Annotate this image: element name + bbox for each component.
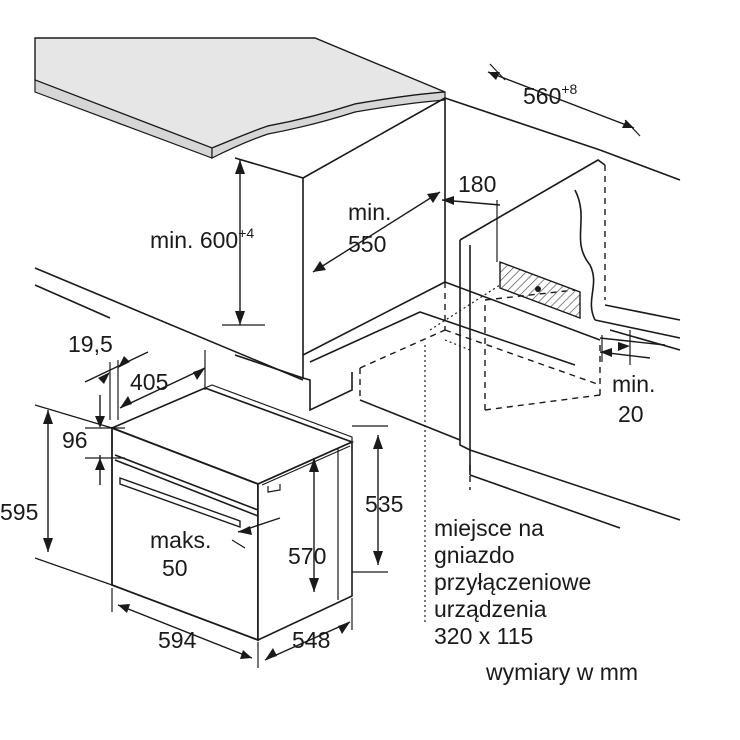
socket-note-line-2: gniazdo	[434, 542, 515, 568]
dimension-labels: 560+8 min. 600+4 min. 550 180 min. 20 19…	[0, 81, 655, 653]
socket-area	[499, 260, 581, 320]
body-height-535-label: 535	[365, 491, 403, 517]
side-gap-label-1: min.	[612, 371, 655, 397]
socket-note-line-5: 320 x 115	[434, 623, 533, 649]
niche-width-label: 560+8	[523, 81, 578, 109]
oven	[109, 384, 355, 642]
floor-lines	[34, 267, 461, 441]
front-gap-label-2: 50	[162, 555, 188, 581]
front-gap-label-1: maks.	[150, 527, 211, 553]
body-height-570-label: 570	[288, 543, 326, 569]
dimension-lines	[34, 63, 666, 668]
worktop	[34, 37, 446, 159]
units-note: wymiary w mm	[485, 659, 638, 685]
side-gap-label-2: 20	[618, 401, 644, 427]
control-panel-label: 96	[62, 427, 88, 453]
cabinet-depth-label-1: min.	[348, 199, 391, 225]
oven-height-label: 595	[0, 499, 38, 525]
socket-note-line-3: przyłączeniowe	[434, 569, 591, 595]
niche-cabinet	[234, 97, 681, 625]
socket-note-line-4: urządzenia	[434, 596, 547, 622]
socket-note: miejsce na gniazdo przyłączeniowe urządz…	[434, 515, 591, 649]
panel-thickness-label: 19,5	[68, 331, 113, 357]
cabinet-depth-label-2: 550	[348, 231, 386, 257]
oven-depth-label: 548	[292, 627, 330, 653]
socket-offset-label: 180	[458, 171, 496, 197]
cabinet-height-label: min. 600+4	[150, 225, 254, 253]
oven-top-depth-label: 405	[130, 369, 168, 395]
oven-width-label: 594	[158, 627, 197, 653]
socket-note-line-1: miejsce na	[434, 515, 544, 541]
